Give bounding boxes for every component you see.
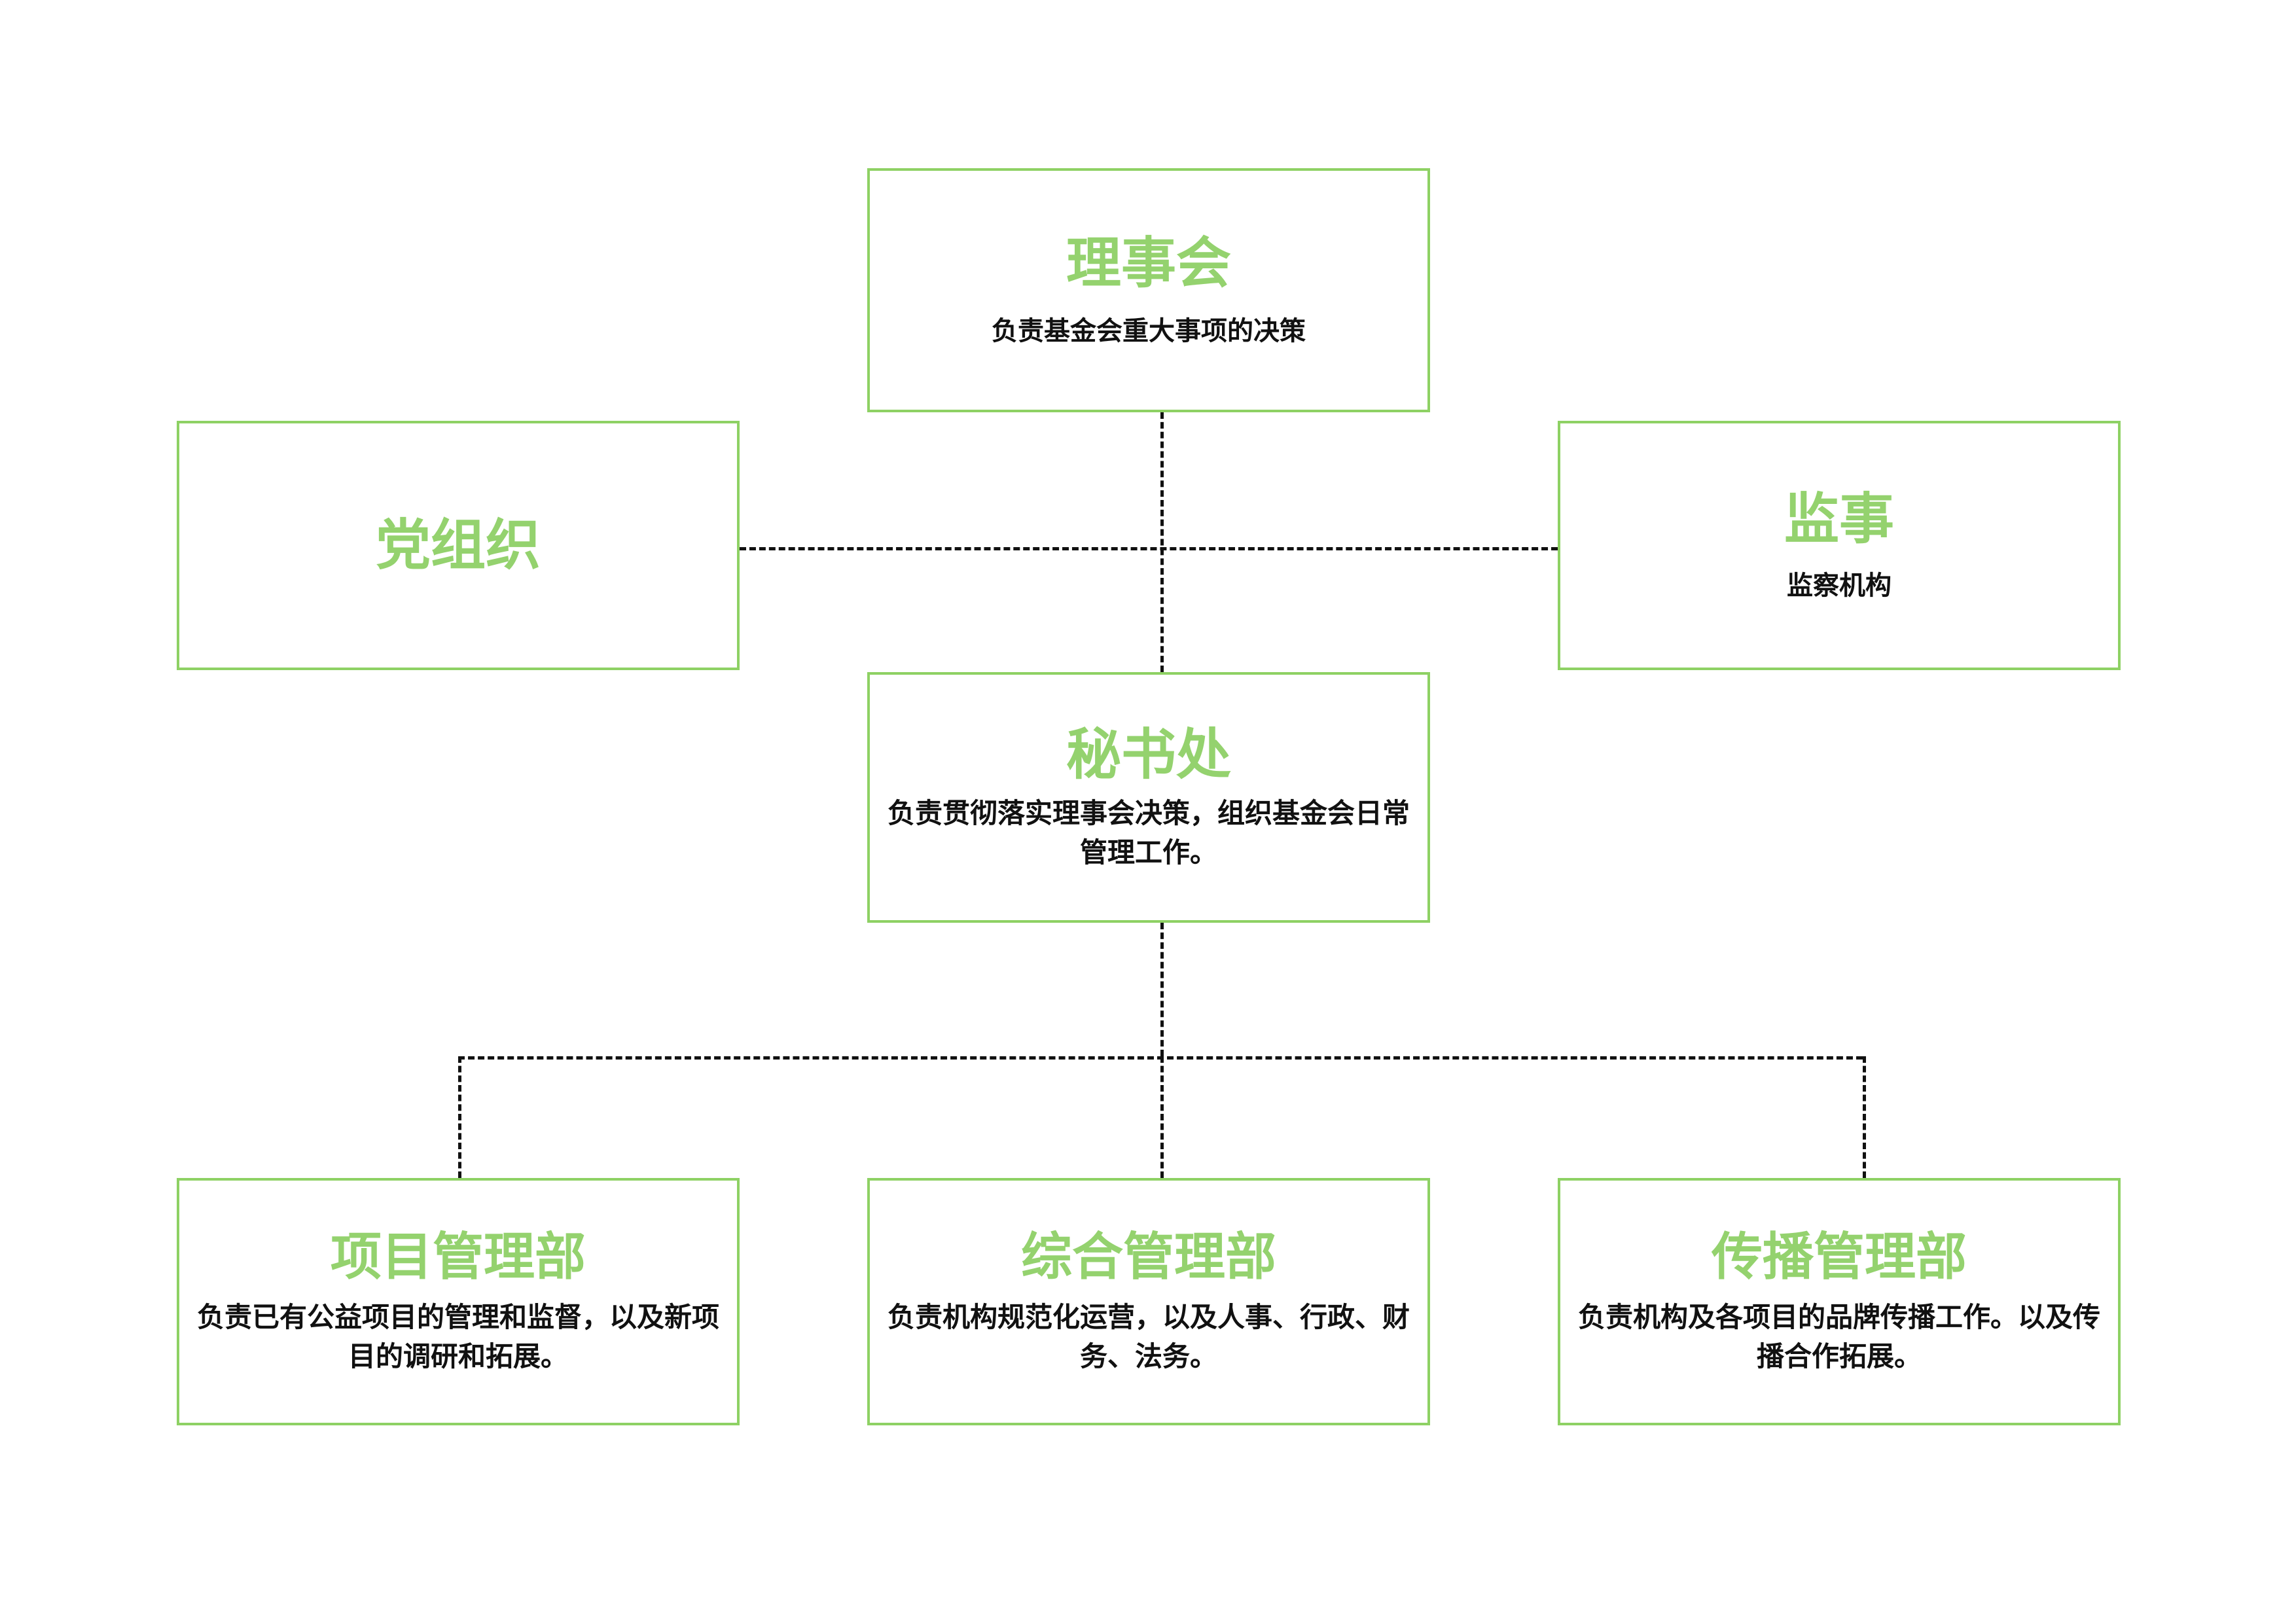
- node-board-of-directors[interactable]: 理事会 负责基金会重大事项的决策: [867, 168, 1430, 412]
- connector-drop-general-dept: [1160, 1056, 1164, 1178]
- node-board-description: 负责基金会重大事项的决策: [992, 315, 1306, 346]
- node-general-description: 负责机构规范化运营，以及人事、行政、财务、法务。: [887, 1301, 1410, 1373]
- node-supervisor-title: 监事: [1784, 486, 1894, 551]
- node-supervisor-description: 监察机构: [1787, 570, 1892, 601]
- node-project-description: 负责已有公益项目的管理和监督，以及新项目的调研和拓展。: [196, 1301, 719, 1373]
- node-party-organization[interactable]: 党组织: [177, 421, 740, 670]
- connector-secretariat-down: [1160, 923, 1164, 1056]
- node-project-title: 项目管理部: [330, 1228, 586, 1287]
- node-secretariat-title: 秘书处: [1066, 722, 1231, 787]
- connector-drop-comms-dept: [1863, 1056, 1866, 1178]
- connector-board-to-secretariat: [1160, 412, 1164, 672]
- node-general-management-department[interactable]: 综合管理部 负责机构规范化运营，以及人事、行政、财务、法务。: [867, 1178, 1430, 1425]
- node-supervisor[interactable]: 监事 监察机构: [1558, 421, 2121, 670]
- connector-drop-project-dept: [458, 1056, 461, 1178]
- node-secretariat-description: 负责贯彻落实理事会决策，组织基金会日常管理工作。: [887, 797, 1410, 869]
- node-party-title: 党组织: [375, 512, 541, 577]
- node-communications-management-department[interactable]: 传播管理部 负责机构及各项目的品牌传播工作。以及传播合作拓展。: [1558, 1178, 2121, 1425]
- connector-party-to-supervisor: [740, 547, 1558, 550]
- node-general-title: 综合管理部: [1020, 1228, 1276, 1287]
- node-secretariat[interactable]: 秘书处 负责贯彻落实理事会决策，组织基金会日常管理工作。: [867, 672, 1430, 923]
- node-project-management-department[interactable]: 项目管理部 负责已有公益项目的管理和监督，以及新项目的调研和拓展。: [177, 1178, 740, 1425]
- node-board-title: 理事会: [1066, 230, 1231, 295]
- node-comms-title: 传播管理部: [1711, 1228, 1967, 1287]
- node-comms-description: 负责机构及各项目的品牌传播工作。以及传播合作拓展。: [1577, 1301, 2100, 1373]
